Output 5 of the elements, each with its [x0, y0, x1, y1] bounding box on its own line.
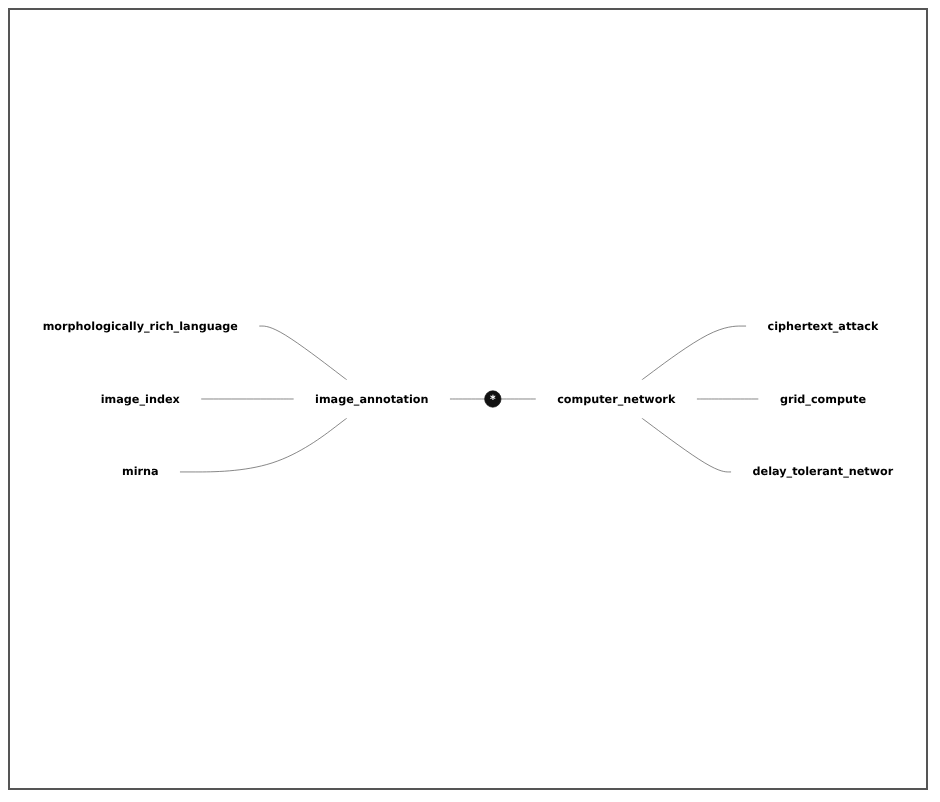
- connector: [179, 417, 348, 473]
- connector: [258, 325, 348, 381]
- connector: [641, 325, 747, 381]
- connector: [449, 398, 485, 400]
- connector: [641, 417, 732, 473]
